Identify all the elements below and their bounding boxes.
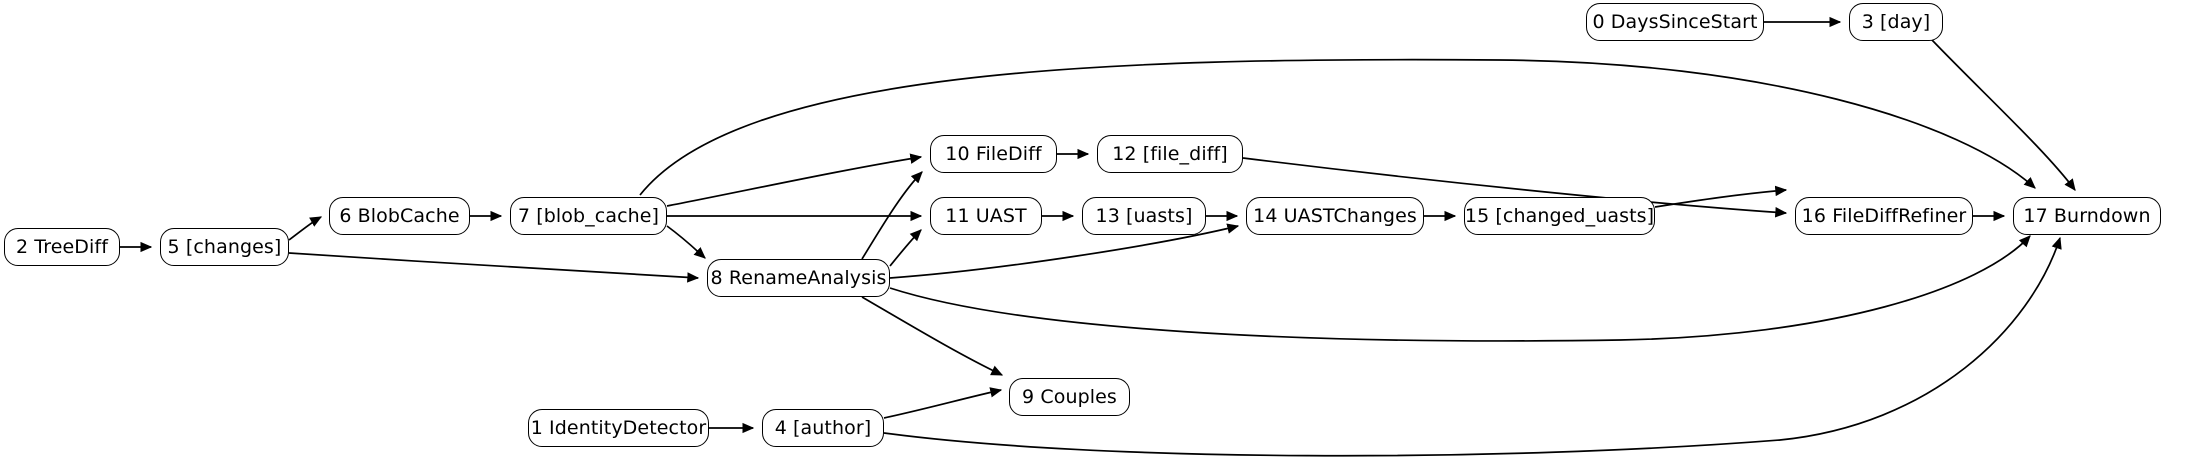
graph-node-10[interactable]: 10 FileDiff (930, 135, 1057, 173)
edge-7-to-10 (666, 153, 923, 207)
graph-node-label: 12 [file_diff] (1112, 142, 1228, 165)
graph-node-label: 11 UAST (945, 204, 1027, 227)
edge-4-to-17 (883, 236, 2062, 457)
graph-node-label: 15 [changed_uasts] (1464, 204, 1655, 227)
graph-node-8[interactable]: 8 RenameAnalysis (707, 259, 890, 297)
graph-node-label: 5 [changes] (167, 235, 282, 258)
graph-node-17[interactable]: 17 Burndown (2013, 197, 2161, 235)
edge-5-to-6 (288, 216, 323, 241)
edge-12-to-16 (1242, 157, 1788, 218)
graph-node-6[interactable]: 6 BlobCache (329, 197, 470, 235)
graph-node-label: 1 IdentityDetector (530, 416, 707, 439)
edge-8-to-14 (889, 223, 1240, 279)
edge-8-to-17 (889, 235, 2031, 342)
graph-node-13[interactable]: 13 [uasts] (1082, 197, 1206, 235)
graph-node-1[interactable]: 1 IdentityDetector (528, 409, 709, 447)
graph-node-label: 13 [uasts] (1095, 204, 1193, 227)
graph-node-11[interactable]: 11 UAST (930, 197, 1042, 235)
graph-node-2[interactable]: 2 TreeDiff (4, 228, 120, 266)
graph-node-12[interactable]: 12 [file_diff] (1097, 135, 1243, 173)
graph-node-label: 14 UASTChanges (1253, 204, 1417, 227)
edge-8-to-9 (861, 296, 1004, 376)
graph-node-label: 16 FileDiffRefiner (1801, 204, 1967, 227)
graph-node-7[interactable]: 7 [blob_cache] (510, 197, 667, 235)
edge-8-to-11 (889, 229, 922, 267)
graph-node-9[interactable]: 9 Couples (1009, 378, 1130, 416)
graph-node-14[interactable]: 14 UASTChanges (1246, 197, 1424, 235)
edge-3-to-17 (1931, 39, 2076, 191)
edge-5-to-8 (288, 252, 700, 283)
graph-node-label: 7 [blob_cache] (517, 204, 660, 227)
graph-node-label: 17 Burndown (2023, 204, 2151, 227)
graph-node-label: 8 RenameAnalysis (710, 266, 887, 289)
edge-group (120, 16, 2076, 457)
edge-7-to-8 (666, 225, 706, 259)
edge-8-to-10 (861, 171, 923, 260)
edge-15-to-16 (1654, 185, 1788, 208)
graph-node-16[interactable]: 16 FileDiffRefiner (1795, 197, 1973, 235)
graph-node-15[interactable]: 15 [changed_uasts] (1464, 197, 1655, 235)
graph-node-0[interactable]: 0 DaysSinceStart (1586, 3, 1764, 41)
graph-node-4[interactable]: 4 [author] (762, 409, 884, 447)
graph-node-label: 2 TreeDiff (15, 235, 108, 258)
edge-4-to-9 (883, 387, 1003, 419)
graph-node-label: 6 BlobCache (339, 204, 460, 227)
graph-node-label: 3 [day] (1861, 10, 1931, 33)
graph-node-label: 10 FileDiff (945, 142, 1042, 165)
graph-node-5[interactable]: 5 [changes] (160, 228, 289, 266)
graph-node-label: 9 Couples (1022, 385, 1117, 408)
graph-node-label: 0 DaysSinceStart (1592, 10, 1758, 33)
graph-node-label: 4 [author] (774, 416, 872, 439)
graph-node-3[interactable]: 3 [day] (1849, 3, 1943, 41)
edge-7-to-17 (639, 58, 2036, 196)
